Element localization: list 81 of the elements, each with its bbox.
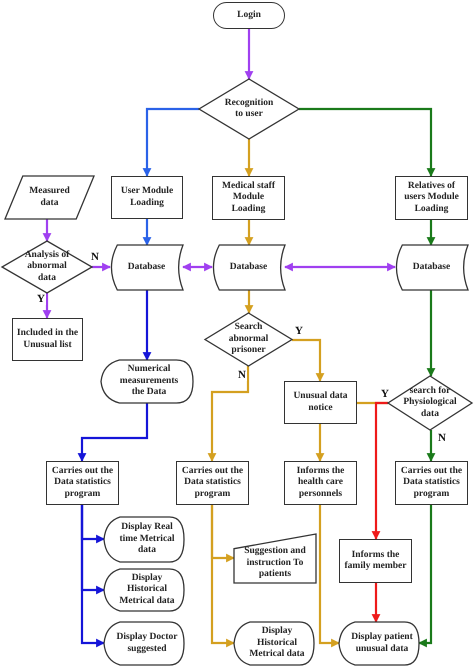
database-shape	[110, 245, 183, 290]
edge-label: Y	[36, 294, 46, 305]
arrow	[426, 220, 436, 246]
process-box	[339, 539, 412, 583]
display-shape	[234, 622, 314, 665]
display-shape	[101, 360, 193, 403]
arrow	[142, 108, 199, 177]
arrow	[292, 338, 324, 382]
display-shape	[339, 622, 419, 665]
process-box	[12, 318, 83, 361]
node-text: Carries out the Data statistics program	[400, 466, 464, 500]
data-parallelogram	[5, 176, 94, 219]
display-shape	[104, 569, 184, 611]
node-text: Medical staff Module Loading	[220, 180, 276, 216]
process-box	[284, 381, 357, 424]
node-text: Database	[412, 262, 450, 274]
node-text: Relatives of users Module Loading	[403, 180, 460, 216]
node-text: Display Real time Metrical data	[118, 522, 176, 557]
process-box	[284, 461, 357, 505]
node-text: Display patient unusual data	[350, 632, 414, 655]
node-text: Informs the family member	[344, 550, 408, 572]
manual-input-shape	[234, 534, 316, 583]
arrow	[244, 220, 254, 246]
arrow	[42, 219, 52, 242]
decision-diamond	[205, 313, 292, 366]
arrow	[208, 366, 250, 462]
edge-label: N	[237, 370, 247, 381]
arrow	[426, 290, 436, 377]
arrow	[244, 29, 254, 80]
process-box	[395, 176, 468, 220]
node-text: Included in the Unusual list	[16, 328, 79, 351]
node-text: User Module Loading	[120, 186, 174, 209]
arrow	[372, 402, 388, 540]
arrow	[318, 505, 340, 648]
node-text: Analysis of abnormal data	[24, 250, 70, 284]
node-text: Database	[128, 262, 166, 274]
node-text: Carries out the Data statistics program	[50, 466, 114, 500]
arrow	[244, 139, 254, 177]
arrow	[244, 290, 254, 314]
node-text: Unusual data notice	[292, 391, 349, 414]
arrow	[92, 262, 111, 272]
node-text: Informs the health care personnels	[296, 466, 346, 500]
arrow	[142, 219, 152, 246]
node-text: Numerical measurements the Data	[118, 364, 180, 399]
arrow	[210, 505, 235, 648]
display-shape	[104, 517, 184, 562]
edge-label: N	[90, 252, 100, 263]
node-text: Search abnormal prisoner	[228, 322, 270, 357]
node-text: Display Historical Metrical data	[248, 626, 306, 661]
process-box	[111, 176, 183, 219]
arrow	[418, 505, 432, 648]
arrow	[299, 108, 436, 177]
terminator-box	[213, 2, 285, 29]
node-text: Recognition to user	[224, 98, 274, 120]
node-text: Database	[230, 262, 268, 274]
display-shape	[104, 622, 184, 665]
arrow	[316, 424, 324, 462]
arrow	[142, 290, 152, 361]
arrow	[426, 430, 436, 462]
edge-label: N	[437, 433, 447, 444]
node-text: Carries out the Data statistics program	[180, 466, 244, 500]
node-text: search for Physiological data	[403, 386, 457, 420]
node-text: Login	[237, 10, 261, 22]
arrow	[80, 505, 105, 648]
node-text: Display Historical Metrical data	[118, 572, 176, 608]
edge-label: Y	[294, 326, 304, 337]
edge-label: Y	[380, 389, 390, 400]
arrow	[372, 583, 380, 623]
database-shape	[395, 245, 468, 290]
decision-diamond	[388, 376, 472, 430]
process-box	[212, 176, 285, 220]
arrow	[78, 403, 148, 462]
node-text: Display Doctor suggested	[116, 632, 178, 655]
arrow	[284, 262, 396, 272]
decision-diamond	[199, 79, 299, 139]
node-text: Measured data	[28, 186, 71, 209]
arrow	[182, 262, 213, 272]
arrow	[42, 293, 52, 319]
database-shape	[212, 245, 285, 290]
decision-diamond	[2, 241, 92, 293]
node-text: Suggestion and instruction To patients	[243, 546, 307, 581]
